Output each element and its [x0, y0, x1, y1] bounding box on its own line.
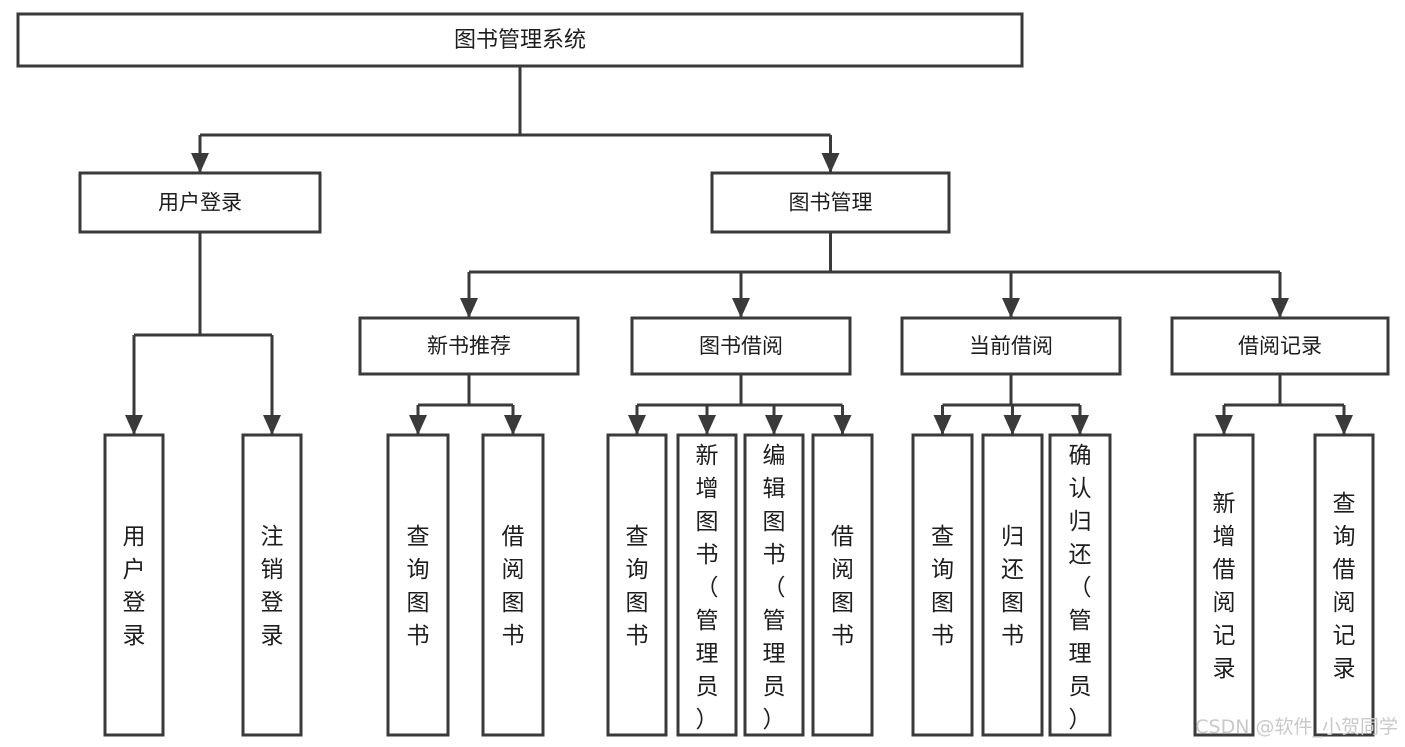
bookmanage-to-level3-arrow-3	[1271, 298, 1289, 318]
leaves-book-borrow-arrow-3	[833, 415, 852, 435]
node-leaf-logout: 注销登录	[241, 433, 303, 737]
node-label-current-borrow: 当前借阅	[969, 334, 1053, 358]
leaves-new-book-recommend-arrow-1	[504, 415, 522, 435]
node-box-current-borrow	[900, 316, 1122, 376]
node-box-leaf-query-record	[1313, 433, 1375, 737]
leaves-book-borrow-arrow-2	[765, 415, 783, 435]
leaf-label-leaf-borrow-book-1: 借阅图书	[502, 524, 525, 649]
node-leaf-edit-book: 编辑图书（管理员）	[743, 433, 805, 737]
node-book-borrow: 图书借阅	[630, 316, 852, 376]
leaf-label-leaf-borrow-book-2: 借阅图书	[831, 524, 854, 649]
connector-lines-layer	[125, 66, 1353, 435]
node-user-login: 用户登录	[78, 171, 322, 234]
node-leaf-query-book-3: 查询图书	[911, 433, 974, 737]
leaves-book-borrow-arrow-0	[628, 415, 646, 435]
node-box-leaf-query-book-3	[911, 433, 974, 737]
bookmanage-to-level3-arrow-0	[460, 298, 478, 318]
csdn-watermark: CSDN @软件_小贺同学	[1195, 716, 1398, 738]
node-new-book-recommend: 新书推荐	[358, 316, 580, 376]
leaf-label-leaf-edit-book: 编辑图书（管理员）	[763, 443, 786, 733]
node-label-book-borrow: 图书借阅	[699, 334, 783, 358]
node-box-leaf-borrow-book-2	[811, 433, 874, 737]
node-leaf-borrow-book-1: 借阅图书	[481, 433, 545, 737]
node-label-root: 图书管理系统	[454, 28, 586, 53]
leaf-label-leaf-user-login: 用户登录	[123, 524, 146, 649]
node-borrow-record: 借阅记录	[1170, 316, 1390, 376]
node-label-user-login: 用户登录	[158, 191, 242, 215]
node-leaf-query-record: 查询借阅记录	[1313, 433, 1375, 737]
leaves-borrow-record-arrow-0	[1215, 415, 1233, 435]
root-to-level2-arrow-0	[191, 153, 209, 173]
root-to-level2-arrow-1	[821, 153, 840, 173]
leaves-new-book-recommend-arrow-0	[409, 415, 427, 435]
node-box-leaf-add-book	[676, 433, 738, 737]
node-box-leaf-logout	[241, 433, 303, 737]
node-box-leaf-add-record	[1193, 433, 1255, 737]
node-box-borrow-record	[1170, 316, 1390, 376]
node-box-leaf-borrow-book-1	[481, 433, 545, 737]
leaves-user-login-arrow-1	[263, 415, 281, 435]
leaf-label-leaf-query-book-3: 查询图书	[931, 524, 954, 649]
node-box-book-borrow	[630, 316, 852, 376]
leaf-label-leaf-query-record: 查询借阅记录	[1333, 491, 1356, 682]
node-boxes-layer: 图书管理系统用户登录图书管理新书推荐图书借阅当前借阅借阅记录用户登录注销登录查询…	[16, 12, 1390, 737]
node-box-leaf-query-book-1	[386, 433, 450, 737]
node-leaf-user-login: 用户登录	[103, 433, 165, 737]
leaves-borrow-record-arrow-1	[1335, 415, 1353, 435]
leaves-current-borrow-arrow-2	[1071, 415, 1089, 435]
leaves-current-borrow-arrow-1	[1003, 415, 1022, 435]
leaves-user-login-arrow-0	[125, 415, 143, 435]
node-box-leaf-query-book-2	[606, 433, 668, 737]
leaves-current-borrow-arrow-0	[933, 415, 952, 435]
leaf-label-leaf-query-book-2: 查询图书	[626, 524, 649, 649]
node-leaf-add-record: 新增借阅记录	[1193, 433, 1255, 737]
node-box-leaf-user-login	[103, 433, 165, 737]
node-current-borrow: 当前借阅	[900, 316, 1122, 376]
node-leaf-return-book: 归还图书	[981, 433, 1044, 737]
node-leaf-add-book: 新增图书（管理员）	[676, 433, 738, 737]
node-leaf-borrow-book-2: 借阅图书	[811, 433, 874, 737]
node-label-new-book-recommend: 新书推荐	[427, 334, 511, 358]
node-box-new-book-recommend	[358, 316, 580, 376]
leaves-book-borrow-arrow-1	[698, 415, 716, 435]
leaf-label-leaf-query-book-1: 查询图书	[407, 524, 430, 649]
node-label-borrow-record: 借阅记录	[1238, 334, 1322, 358]
leaf-label-leaf-logout: 注销登录	[261, 524, 284, 649]
node-box-leaf-confirm-return	[1048, 433, 1112, 737]
leaf-label-leaf-confirm-return: 确认归还（管理员）	[1069, 443, 1092, 733]
node-root: 图书管理系统	[16, 12, 1024, 68]
node-box-user-login	[78, 171, 322, 234]
node-box-leaf-return-book	[981, 433, 1044, 737]
leaf-label-leaf-return-book: 归还图书	[1001, 524, 1024, 649]
node-book-manage: 图书管理	[710, 171, 951, 234]
leaf-label-leaf-add-record: 新增借阅记录	[1213, 491, 1236, 682]
node-leaf-confirm-return: 确认归还（管理员）	[1048, 433, 1112, 737]
node-leaf-query-book-1: 查询图书	[386, 433, 450, 737]
node-box-root	[16, 12, 1024, 68]
node-leaf-query-book-2: 查询图书	[606, 433, 668, 737]
leaf-label-leaf-add-book: 新增图书（管理员）	[696, 443, 719, 733]
node-label-book-manage: 图书管理	[789, 191, 873, 215]
bookmanage-to-level3-arrow-2	[1002, 298, 1020, 318]
bookmanage-to-level3-arrow-1	[732, 298, 750, 318]
node-box-leaf-edit-book	[743, 433, 805, 737]
node-box-book-manage	[710, 171, 951, 234]
